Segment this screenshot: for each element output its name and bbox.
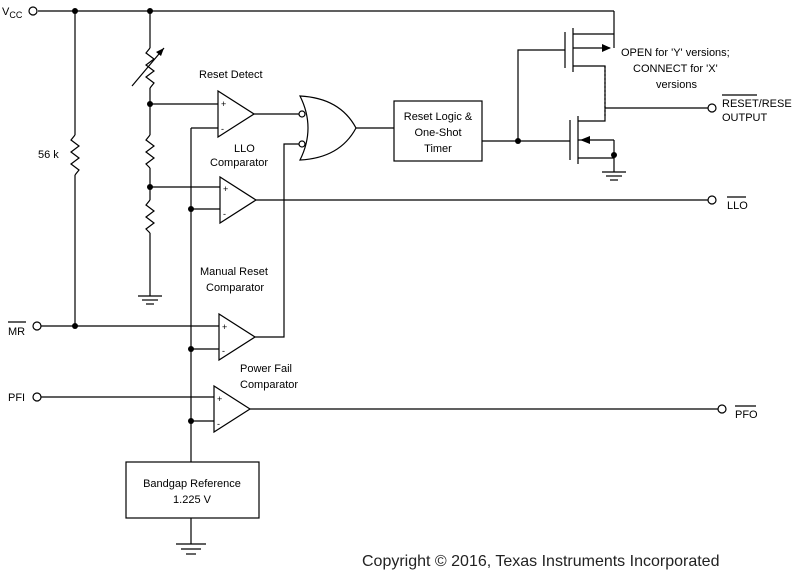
reset-detect-comparator: + - (217, 89, 256, 139)
pfo-pin (717, 404, 727, 414)
divider-ladder (138, 11, 162, 305)
open-connect-note-3: versions (656, 79, 697, 91)
svg-text:+: + (222, 322, 227, 332)
bandgap-reference-block (125, 461, 260, 519)
mr-label: MR (8, 326, 25, 338)
reset-pin (707, 103, 717, 113)
llo-comparator-label-1: LLO (234, 143, 255, 155)
copyright-notice: Copyright © 2016, Texas Instruments Inco… (362, 553, 720, 570)
reset-logic-label-1: Reset Logic & (404, 111, 473, 123)
open-connect-note-2: CONNECT for 'X' (633, 63, 718, 75)
nmos-transistor (569, 116, 626, 181)
llo-comparator-label-2: Comparator (210, 157, 268, 169)
resistor-56k (70, 11, 80, 326)
pfi-label: PFI (8, 392, 25, 404)
power-fail-comparator: + - (213, 384, 252, 434)
bandgap-label-2: 1.225 V (173, 494, 212, 506)
or-gate (254, 95, 394, 161)
junction-dots (72, 8, 617, 424)
svg-text:+: + (217, 394, 222, 404)
bandgap-label-1: Bandgap Reference (143, 478, 241, 490)
vcc-rail (38, 10, 615, 34)
svg-text:-: - (223, 209, 226, 219)
manual-reset-label-1: Manual Reset (200, 266, 268, 278)
llo-label: LLO (727, 200, 748, 212)
open-connect-note-1: OPEN for 'Y' versions; (621, 47, 730, 59)
bandgap-ground (176, 518, 206, 555)
llo-pin (707, 195, 717, 205)
reset-detect-label: Reset Detect (199, 69, 263, 81)
svg-text:-: - (217, 419, 220, 429)
manual-reset-label-2: Comparator (206, 282, 264, 294)
reset-logic-block (393, 100, 483, 162)
svg-text:-: - (222, 346, 225, 356)
vcc-pin (28, 6, 38, 16)
pfo-label: PFO (735, 409, 758, 421)
vcc-label: VCC (2, 6, 23, 20)
power-fail-label-2: Comparator (240, 379, 298, 391)
manual-reset-comparator: + - (218, 312, 257, 362)
reset-label-1: RESET/RESET (722, 98, 792, 110)
svg-text:-: - (221, 124, 224, 134)
mr-pin (32, 321, 42, 331)
pfi-pin (32, 392, 42, 402)
gate-drive-wires (517, 49, 565, 141)
reset-label-2: OUTPUT (722, 112, 768, 124)
resistor-56k-label: 56 k (38, 149, 59, 161)
reset-logic-label-2: One-Shot (414, 127, 461, 139)
svg-text:+: + (223, 184, 228, 194)
power-fail-label-1: Power Fail (240, 363, 292, 375)
reset-logic-label-3: Timer (424, 143, 452, 155)
variable-resistor-arrow (131, 47, 165, 87)
pmos-transistor (564, 28, 615, 116)
llo-comparator: + - (219, 175, 258, 225)
svg-text:+: + (221, 99, 226, 109)
